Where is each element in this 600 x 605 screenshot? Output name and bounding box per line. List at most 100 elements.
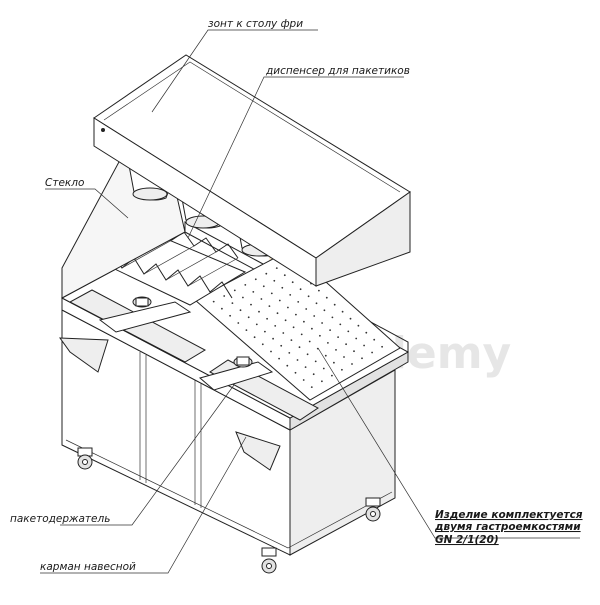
note-line-3: GN 2/1(20) bbox=[435, 534, 499, 546]
perforation-pattern bbox=[212, 261, 383, 388]
perforation-dot bbox=[253, 336, 256, 339]
perforation-dot bbox=[302, 379, 305, 381]
leader-lines bbox=[40, 29, 580, 574]
perforation-dot bbox=[335, 349, 337, 351]
perforated-tray bbox=[194, 249, 401, 401]
perforation-dot bbox=[294, 371, 297, 374]
perforation-dot bbox=[278, 299, 281, 302]
perforation-dot bbox=[321, 322, 323, 324]
perforation-dot bbox=[299, 288, 302, 291]
label-pocket: карман навесной bbox=[40, 561, 136, 573]
perforation-dot bbox=[239, 309, 242, 312]
note-line-2: двумя гастроемкостями bbox=[434, 521, 581, 533]
perforation-dot bbox=[264, 330, 266, 333]
leader-hood bbox=[151, 29, 318, 113]
perforation-dot bbox=[221, 307, 223, 310]
hood-side bbox=[315, 191, 411, 287]
bag-holders bbox=[98, 296, 274, 391]
pocket-1 bbox=[58, 337, 109, 373]
perforation-dot bbox=[333, 361, 335, 364]
perforation-dot bbox=[274, 325, 277, 327]
perforation-dot bbox=[223, 295, 226, 297]
perforation-dot bbox=[282, 332, 285, 334]
perforation-dot bbox=[237, 322, 240, 324]
perforation-dot bbox=[327, 342, 329, 344]
perforation-dot bbox=[268, 305, 271, 307]
perforation-dot bbox=[300, 333, 303, 336]
perforation-dot bbox=[333, 303, 336, 306]
perforation-dot bbox=[323, 309, 326, 312]
perforation-dot bbox=[361, 357, 363, 360]
perforation-dot bbox=[313, 315, 316, 317]
perforation-dot bbox=[275, 267, 278, 269]
perforation-dot bbox=[321, 380, 323, 383]
perforation-dot bbox=[291, 281, 294, 284]
perforation-dot bbox=[341, 368, 343, 371]
perforation-dot bbox=[306, 353, 309, 356]
perforation-dot bbox=[270, 292, 273, 295]
perforation-dot bbox=[280, 344, 283, 347]
perforation-dot bbox=[349, 317, 352, 320]
perforation-dot bbox=[272, 337, 274, 340]
perforation-dot bbox=[283, 274, 286, 277]
perforation-dot bbox=[303, 320, 305, 323]
perforation-dot bbox=[286, 364, 289, 367]
caster-front-right bbox=[261, 547, 277, 574]
caster-front-left bbox=[77, 447, 93, 470]
caster-back-right bbox=[365, 497, 381, 522]
perforation-dot bbox=[308, 340, 311, 343]
perforation-dot bbox=[298, 346, 301, 349]
perforation-dot bbox=[296, 359, 299, 361]
label-hood: зонт к столу фри bbox=[208, 18, 303, 30]
perforation-dot bbox=[353, 350, 355, 353]
perforation-dot bbox=[284, 319, 287, 322]
perforation-dot bbox=[287, 306, 289, 309]
perforation-dot bbox=[276, 312, 279, 315]
casters bbox=[77, 447, 381, 574]
perforation-dot bbox=[261, 343, 264, 346]
perforation-dot bbox=[325, 296, 328, 299]
perforation-dot bbox=[381, 345, 383, 348]
perforation-dot bbox=[324, 354, 327, 357]
perforation-dot bbox=[247, 316, 250, 319]
perforation-dot bbox=[305, 308, 308, 310]
leader-note bbox=[317, 347, 580, 539]
note-line-1: Изделие комплектуется bbox=[435, 509, 583, 521]
perforation-dot bbox=[355, 337, 358, 340]
perforation-dot bbox=[273, 279, 276, 282]
perforation-dot bbox=[311, 327, 313, 330]
perforation-dot bbox=[288, 352, 291, 354]
perforation-dot bbox=[310, 386, 313, 388]
perforation-dot bbox=[262, 285, 265, 288]
perforation-dot bbox=[231, 302, 234, 304]
perforation-dot bbox=[265, 272, 268, 275]
perforation-dot bbox=[314, 360, 317, 363]
perforation-dot bbox=[315, 302, 318, 305]
perforation-dot bbox=[337, 336, 339, 338]
perforation-dot bbox=[345, 343, 347, 346]
perforation-dot bbox=[266, 317, 268, 320]
perforation-dot bbox=[258, 310, 260, 313]
perforation-dot bbox=[244, 284, 247, 286]
perforation-dot bbox=[365, 331, 368, 334]
perforation-dot bbox=[252, 291, 255, 293]
perforation-dot bbox=[290, 339, 293, 341]
label-glass: Стекло bbox=[45, 177, 84, 189]
perforation-dot bbox=[331, 316, 334, 319]
perforation-dot bbox=[329, 329, 331, 331]
hanging-pockets bbox=[58, 337, 281, 471]
perforation-dot bbox=[292, 326, 295, 329]
perforation-dot bbox=[245, 329, 248, 331]
leader-dispenser bbox=[187, 76, 404, 239]
perforation-dot bbox=[373, 338, 376, 341]
plinth-line bbox=[65, 439, 393, 549]
perforation-dot bbox=[318, 289, 320, 292]
perforation-dot bbox=[339, 323, 342, 326]
perforation-dot bbox=[281, 286, 284, 289]
label-dispenser: диспенсер для пакетиков bbox=[265, 65, 410, 77]
leader-pocket bbox=[40, 436, 247, 574]
perforation-dot bbox=[270, 350, 272, 353]
perforation-dot bbox=[297, 301, 300, 303]
perforation-dot bbox=[304, 366, 307, 368]
perforation-dot bbox=[351, 363, 353, 365]
